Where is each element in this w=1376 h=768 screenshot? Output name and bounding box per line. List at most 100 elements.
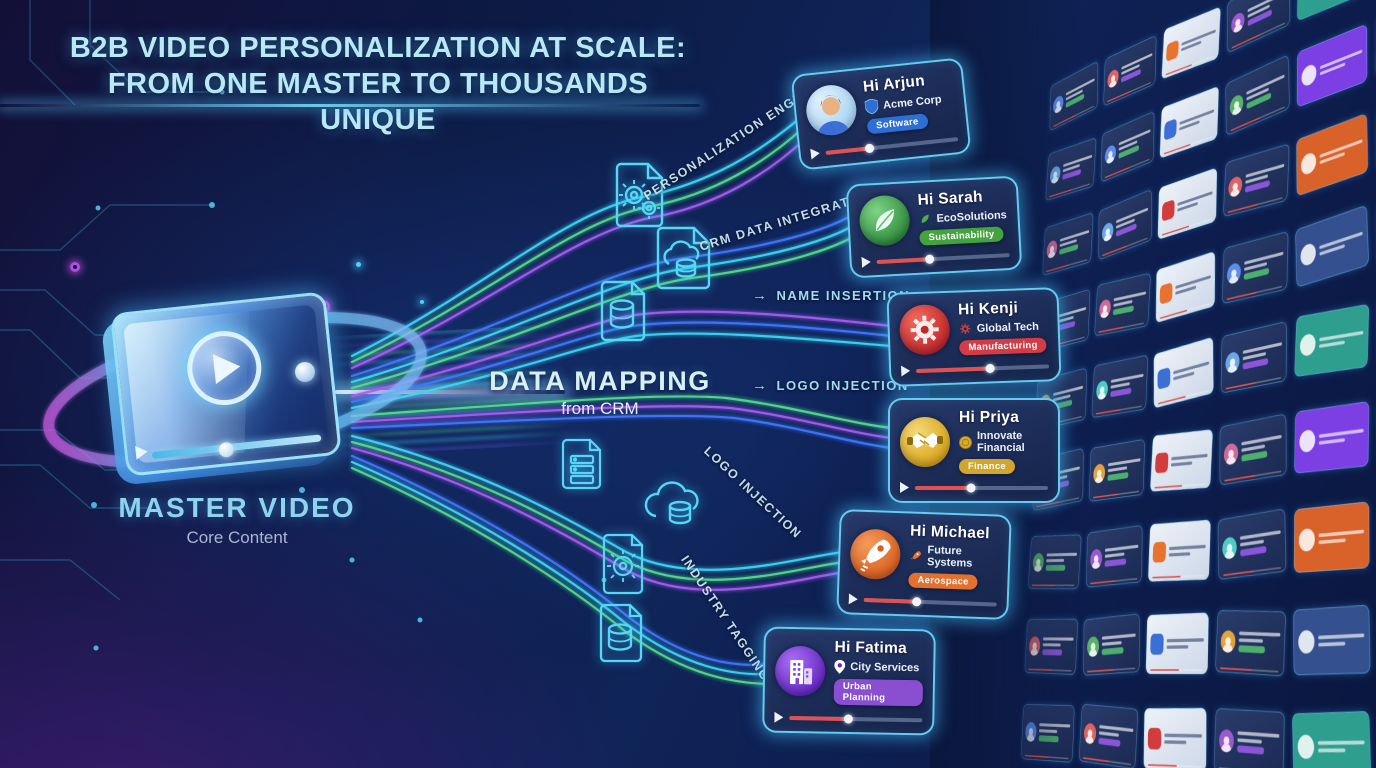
company-logo xyxy=(1150,634,1164,655)
card-greeting: Hi Kenji xyxy=(958,298,1048,319)
progress-bar xyxy=(1090,578,1137,585)
industry-tag: Finance xyxy=(959,459,1015,474)
label-name-insertion: →NAME INSERTION xyxy=(752,287,910,304)
page-title: B2B VIDEO PERSONALIZATION AT SCALE: FROM… xyxy=(58,30,698,138)
progress-bar[interactable] xyxy=(826,137,959,155)
play-icon[interactable] xyxy=(901,365,910,376)
wall-card xyxy=(1225,54,1289,136)
wall-card xyxy=(1227,0,1290,54)
card-greeting: Hi Fatima xyxy=(834,639,923,659)
wall-card xyxy=(1021,704,1075,763)
database-document-icon xyxy=(598,280,648,342)
master-video-frame xyxy=(110,291,342,477)
avatar xyxy=(1219,729,1234,753)
wall-card xyxy=(1297,0,1367,21)
avatar xyxy=(1228,175,1242,198)
card-greeting: Hi Michael xyxy=(910,523,1000,544)
progress-bar xyxy=(1046,259,1087,273)
coin-icon xyxy=(959,436,972,449)
personalized-card-sarah: Hi Sarah EcoSolutions Sustainability xyxy=(846,176,1023,279)
wall-card xyxy=(1222,231,1288,304)
wall-card xyxy=(1078,704,1138,768)
progress-bar xyxy=(1162,218,1211,236)
personalized-card-fatima: Hi Fatima City Services Urban Planning xyxy=(762,627,936,736)
glow-particle xyxy=(356,262,361,267)
brand-mark xyxy=(1298,630,1314,654)
avatar xyxy=(1231,10,1244,35)
title-line-1: B2B VIDEO PERSONALIZATION AT SCALE: xyxy=(70,32,686,64)
progress-bar xyxy=(1032,584,1075,586)
card-company: Global Tech xyxy=(958,319,1047,335)
data-mapping-subtitle: from CRM xyxy=(470,399,730,419)
progress-bar[interactable] xyxy=(916,364,1049,373)
wall-card xyxy=(1294,501,1369,573)
personalized-card-priya: Hi Priya Innovate Financial Finance xyxy=(888,398,1060,503)
wall-card xyxy=(1294,304,1369,377)
company-logo xyxy=(1166,39,1179,61)
wall-card xyxy=(1098,189,1151,261)
wall-card xyxy=(1154,337,1214,409)
leaf-icon xyxy=(918,212,932,226)
location-pin-icon xyxy=(834,660,845,674)
rocket-icon xyxy=(909,549,922,562)
brand-mark xyxy=(1299,429,1315,453)
avatar xyxy=(1225,351,1239,374)
avatar xyxy=(1050,165,1061,185)
thumbnail-wall-plane xyxy=(1012,0,1376,768)
play-icon[interactable] xyxy=(900,482,909,493)
avatar xyxy=(1093,463,1105,484)
avatar xyxy=(1046,239,1057,259)
master-video-title: MASTER VIDEO xyxy=(92,492,382,524)
progress-bar xyxy=(1152,575,1204,579)
wall-card xyxy=(1094,273,1150,337)
play-icon[interactable] xyxy=(849,593,858,604)
building-avatar-icon xyxy=(775,646,826,697)
personalized-card-michael: Hi Michael Future Systems Aerospace xyxy=(836,509,1012,620)
company-logo xyxy=(1148,728,1162,750)
wall-card xyxy=(1050,61,1098,132)
wall-card xyxy=(1215,610,1286,677)
avatar xyxy=(1029,636,1041,655)
wall-card xyxy=(1295,205,1369,288)
master-progress-knob[interactable] xyxy=(218,442,234,458)
small-play-icon[interactable] xyxy=(135,445,149,465)
wall-card xyxy=(1091,355,1147,418)
progress-bar xyxy=(1098,322,1143,333)
progress-bar[interactable] xyxy=(877,253,1010,264)
play-icon[interactable] xyxy=(810,148,820,160)
wall-card xyxy=(1146,612,1209,674)
arrow-icon: → xyxy=(752,377,769,394)
card-company: City Services xyxy=(834,660,923,676)
orbit-ring-node xyxy=(295,362,315,382)
wall-card xyxy=(1089,439,1145,502)
server-list-document-icon xyxy=(560,438,604,490)
progress-bar[interactable] xyxy=(789,715,922,721)
wall-card xyxy=(1218,508,1286,580)
avatar xyxy=(1107,68,1119,90)
player-face xyxy=(110,291,342,477)
avatar xyxy=(1090,549,1102,570)
play-icon[interactable] xyxy=(861,256,871,267)
wall-card xyxy=(1042,212,1093,276)
progress-bar[interactable] xyxy=(915,486,1048,490)
play-icon[interactable] xyxy=(774,712,783,723)
wall-card xyxy=(1219,413,1286,485)
database-document-icon-2 xyxy=(597,603,645,663)
personalized-card-kenji: Hi Kenji Global Tech Manufacturing xyxy=(886,287,1061,387)
progress-bar xyxy=(1093,490,1139,498)
company-logo xyxy=(1155,452,1169,473)
progress-bar[interactable] xyxy=(864,597,997,606)
progress-bar xyxy=(1227,285,1282,300)
wall-card xyxy=(1221,321,1287,394)
master-video-subtitle: Core Content xyxy=(92,528,382,548)
avatar xyxy=(1087,636,1099,657)
wall-card xyxy=(1103,35,1156,107)
avatar xyxy=(1230,93,1244,118)
cloud-database-icon-2 xyxy=(642,472,706,532)
progress-bar xyxy=(1224,470,1281,481)
gear-icon xyxy=(958,322,971,335)
company-logo xyxy=(1153,542,1167,563)
avatar xyxy=(1053,94,1063,115)
wall-card xyxy=(1028,534,1082,589)
wall-card xyxy=(1083,613,1139,675)
